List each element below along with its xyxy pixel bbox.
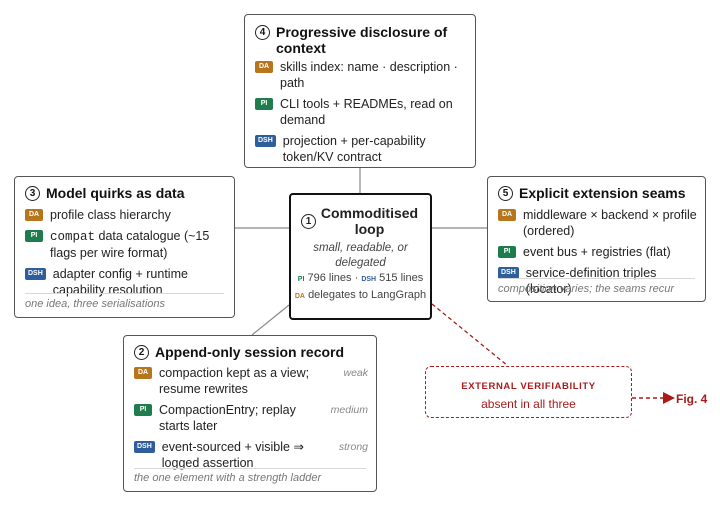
number-badge: 4 (255, 25, 270, 40)
list-item: DSH projection + per-capability token/KV… (255, 133, 467, 165)
tag-badge: DSH (255, 135, 276, 147)
delegation-note: DA delegates to LangGraph (291, 288, 430, 304)
connector-center-verifiability (431, 303, 509, 367)
item-text-wrap: compat data catalogue (~15 flags per wir… (50, 228, 229, 261)
number-badge: 1 (301, 214, 316, 229)
line-counts: PI 796 lines · DSH 515 lines (291, 272, 430, 284)
tag-badge: DA (25, 209, 43, 221)
box-title-text: EXTERNAL VERIFIABILITY (461, 381, 596, 392)
item-text: skills index: name · description · path (280, 60, 458, 90)
dsh-line-count: 515 lines (379, 272, 424, 284)
arrowhead-icon (663, 392, 675, 404)
box-title-text: Explicit extension seams (519, 185, 686, 201)
tag-badge: DA (498, 209, 516, 221)
box-title: 5 Explicit extension seams (498, 185, 701, 201)
item-text: profile class hierarchy (50, 208, 171, 222)
item-text: CompactionEntry; replay starts later (159, 403, 296, 433)
tag-label: DSH (361, 276, 377, 283)
list-item: DSH service-definition triples (locator) (498, 265, 698, 297)
item-list: DA skills index: name · description · pa… (255, 59, 467, 170)
box-commoditised-loop: 1 Commoditised loop small, readable, or … (289, 193, 432, 320)
divider (134, 468, 366, 469)
list-item: DA middleware × backend × profile (order… (498, 207, 698, 239)
list-item: PI event bus + registries (flat) (498, 244, 698, 260)
tag-badge: PI (255, 98, 273, 110)
box-title: 3 Model quirks as data (25, 185, 230, 201)
list-item: PI CLI tools + READMEs, read on demand (255, 96, 467, 128)
strength-label: medium (330, 404, 368, 416)
box-title: 4 Progressive disclosure of context (255, 24, 469, 56)
item-text: event bus + registries (flat) (523, 245, 671, 259)
box-extension-seams: 5 Explicit extension seams DA middleware… (487, 176, 706, 302)
number-badge: 2 (134, 345, 149, 360)
item-text: service-definition triples (locator) (525, 266, 657, 296)
box-session-record: 2 Append-only session record DA compacti… (123, 335, 377, 492)
strength-label: strong (338, 441, 368, 453)
tag-badge: DA (134, 367, 152, 379)
list-item: DSH event-sourced + visible ⇒ logged ass… (134, 439, 368, 471)
tag-badge: PI (134, 404, 152, 416)
item-text: compaction kept as a view; resume rewrit… (159, 366, 310, 396)
connector-center-box2 (251, 304, 290, 336)
tag-badge: DSH (25, 268, 46, 280)
separator: · (354, 272, 359, 284)
item-list: DA compaction kept as a view; resume rew… (134, 365, 368, 476)
item-text: CLI tools + READMEs, read on demand (280, 97, 453, 127)
item-text: data catalogue (~15 flags per wire forma… (50, 229, 210, 260)
item-list: DA profile class hierarchy PI compat dat… (25, 207, 229, 303)
tag-badge: DA (255, 61, 273, 73)
pi-line-count: 796 lines (307, 272, 352, 284)
divider (498, 278, 695, 279)
tag-badge: PI (25, 230, 43, 242)
box-title-text: Progressive disclosure of context (276, 24, 448, 56)
item-list: DA middleware × backend × profile (order… (498, 207, 698, 302)
figure-reference: Fig. 4 (676, 392, 708, 406)
box-title-text: Append-only session record (155, 344, 345, 360)
list-item: DA skills index: name · description · pa… (255, 59, 467, 91)
tag-badge: DSH (498, 267, 519, 279)
code-text: compat (50, 230, 96, 244)
box-subtitle: absent in all three (481, 397, 576, 411)
box-footnote: composition varies; the seams recur (498, 283, 675, 295)
box-subtitle: small, readable, or delegated (313, 242, 408, 269)
item-text: event-sourced + visible ⇒ logged asserti… (161, 440, 304, 470)
box-footnote: the one element with a strength ladder (134, 472, 322, 484)
box-title-text: Model quirks as data (46, 185, 185, 201)
strength-label: weak (343, 367, 368, 379)
item-text: projection + per-capability token/KV con… (282, 134, 426, 164)
divider (25, 293, 224, 294)
tag-label: DA (294, 293, 305, 300)
box-progressive-disclosure: 4 Progressive disclosure of context DA s… (244, 14, 476, 168)
tag-label: PI (297, 276, 305, 283)
box-external-verifiability: EXTERNAL VERIFIABILITY absent in all thr… (425, 366, 632, 418)
item-text: middleware × backend × profile (ordered) (523, 208, 697, 238)
tag-badge: DSH (134, 441, 155, 453)
delegation-text: delegates to LangGraph (308, 289, 427, 301)
list-item: DA profile class hierarchy (25, 207, 229, 223)
number-badge: 5 (498, 186, 513, 201)
box-title-text: Commoditised loop (320, 205, 419, 237)
box-title: 2 Append-only session record (134, 344, 370, 360)
list-item: DSH adapter config + runtime capability … (25, 266, 229, 298)
list-item: PI CompactionEntry; replay starts later … (134, 402, 368, 434)
number-badge: 3 (25, 186, 40, 201)
box-model-quirks: 3 Model quirks as data DA profile class … (14, 176, 235, 318)
box-footnote: one idea, three serialisations (25, 298, 166, 310)
list-item: PI compat data catalogue (~15 flags per … (25, 228, 229, 261)
tag-badge: PI (498, 246, 516, 258)
list-item: DA compaction kept as a view; resume rew… (134, 365, 368, 397)
